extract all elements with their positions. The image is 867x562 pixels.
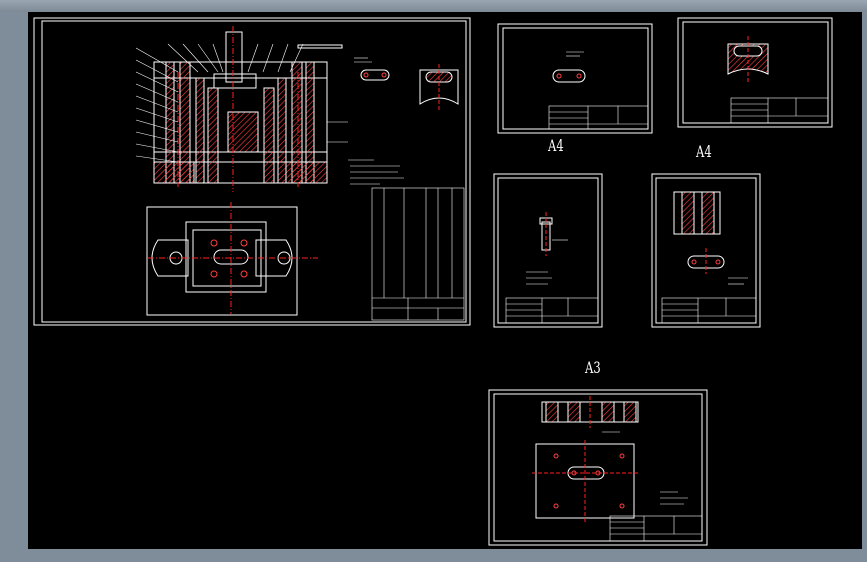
viewport-frame <box>0 0 867 12</box>
sheet-label-a4-right: A4 <box>696 142 712 161</box>
a4-sheet-die-insert[interactable] <box>677 17 833 128</box>
part-section-sketch <box>419 64 459 110</box>
strip-layout-sketch <box>354 57 390 81</box>
sheet-label-a4-left: A4 <box>548 136 564 155</box>
cad-drawing-canvas[interactable] <box>28 12 862 549</box>
a4-sheet-punch-plate[interactable] <box>497 23 653 134</box>
sheet-label-a3: A3 <box>585 358 601 377</box>
assembly-plan-view <box>146 202 318 316</box>
main-assembly-sheet[interactable] <box>33 17 471 326</box>
cad-model-space[interactable]: A4 A4 A3 <box>28 12 862 549</box>
bill-of-materials-table <box>371 187 465 321</box>
a3-sheet-die-plate[interactable] <box>488 389 708 546</box>
technical-notes <box>348 159 404 185</box>
a4-sheet-punch[interactable] <box>493 173 603 328</box>
a4-sheet-die-part[interactable] <box>651 173 761 328</box>
assembly-section-view <box>135 26 348 192</box>
